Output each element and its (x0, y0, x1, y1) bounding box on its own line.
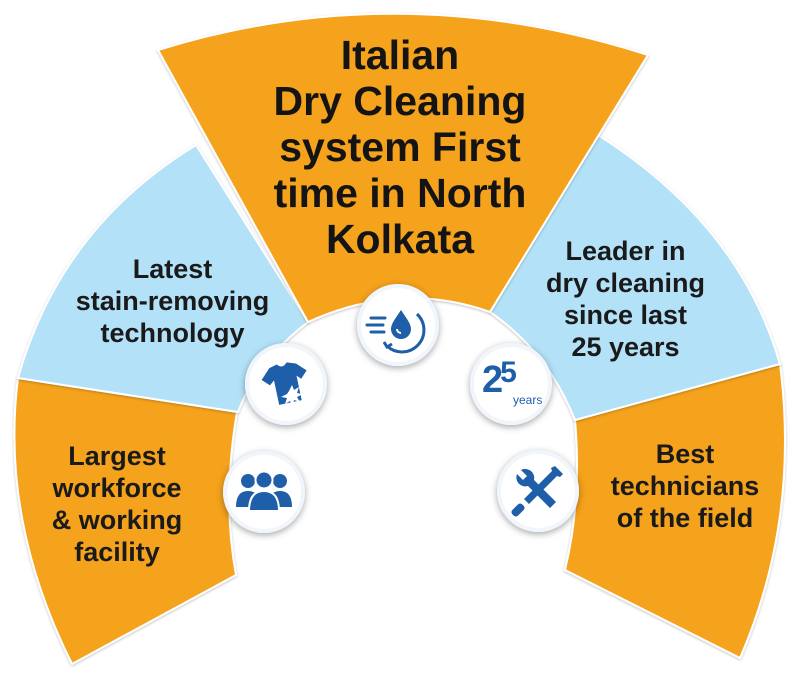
label-upper-left-line-3: technology (100, 318, 245, 348)
label-lower-right-line-3: of the field (616, 503, 754, 533)
badge-word: years (513, 393, 543, 407)
badge-number: 25 (482, 356, 517, 402)
team-icon (223, 451, 305, 533)
label-upper-right: Leader in dry cleaning since last 25 yea… (518, 235, 733, 363)
label-lower-left-line-1: Largest (68, 441, 166, 471)
label-lower-right-line-1: Best (655, 439, 715, 469)
label-top-line-1: Italian (340, 32, 460, 78)
label-top-line-4: time in North (273, 170, 527, 216)
label-lower-left-line-3: & working (51, 505, 183, 535)
label-lower-left-line-4: facility (74, 537, 160, 567)
label-upper-right-line-1: Leader in (565, 236, 686, 266)
label-upper-left-line-1: Latest (132, 254, 213, 284)
label-upper-left: Latest stain-removing technology (50, 253, 295, 349)
label-lower-left-line-2: workforce (52, 473, 182, 503)
label-top-line-5: Kolkata (325, 216, 475, 262)
label-top-line-3: system First (279, 124, 521, 170)
stained-shirt-icon (245, 343, 327, 425)
tools-icon (497, 450, 579, 532)
label-upper-right-line-3: since last (563, 300, 688, 330)
label-lower-right-line-2: technicians (610, 471, 760, 501)
badge-number-sup: 5 (500, 356, 517, 389)
water-drop-icon (357, 284, 439, 366)
label-lower-right: Best technicians of the field (585, 438, 785, 534)
label-upper-left-line-2: stain-removing (75, 286, 270, 316)
label-top: Italian Dry Cleaning system First time i… (215, 32, 585, 262)
label-upper-right-line-2: dry cleaning (545, 268, 706, 298)
label-top-line-2: Dry Cleaning (273, 78, 527, 124)
label-upper-right-line-4: 25 years (571, 332, 680, 362)
badge-number-main: 2 (482, 359, 503, 401)
anniversary-badge: 25 years (470, 343, 552, 425)
anniversary-badge-icon: 25 years (470, 343, 552, 425)
label-lower-left: Largest workforce & working facility (22, 440, 212, 568)
